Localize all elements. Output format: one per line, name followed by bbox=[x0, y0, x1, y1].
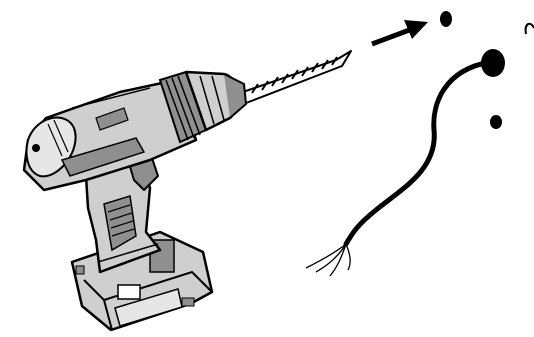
wall-hole-partial bbox=[524, 22, 534, 35]
cordless-drill bbox=[22, 70, 248, 332]
vent-slots bbox=[60, 137, 146, 177]
rubber-grip bbox=[103, 195, 137, 252]
wall-hole bbox=[490, 115, 502, 129]
battery-release-button bbox=[117, 284, 141, 300]
motor-housing bbox=[22, 78, 198, 192]
hidden-cable bbox=[305, 59, 493, 277]
wall-hole-target bbox=[440, 11, 452, 27]
chuck bbox=[184, 70, 248, 132]
screw-icon bbox=[32, 144, 40, 152]
drill-bit bbox=[239, 50, 352, 104]
wall-hole-cable-entry bbox=[481, 49, 505, 77]
direction-arrow bbox=[371, 20, 428, 47]
cable-wire-ends bbox=[305, 243, 351, 277]
